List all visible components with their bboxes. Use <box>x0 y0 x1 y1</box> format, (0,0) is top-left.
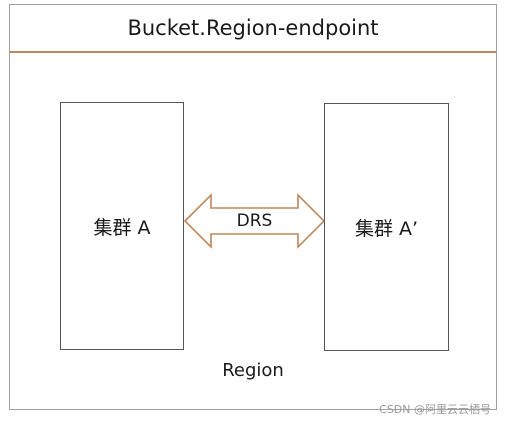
drs-link: DRS <box>184 193 325 249</box>
region-endpoint-frame: Bucket.Region-endpoint 集群 A DRS 集群 A’ Re… <box>9 4 497 410</box>
cluster-a-prime-box: 集群 A’ <box>324 103 449 351</box>
drs-label: DRS <box>236 211 273 231</box>
watermark-text: CSDN @阿里云云栖号 <box>379 403 491 416</box>
endpoint-title: Bucket.Region-endpoint <box>127 16 379 40</box>
cluster-a-prime-label: 集群 A’ <box>354 217 419 240</box>
drs-label-wrap: DRS <box>184 193 325 249</box>
endpoint-header: Bucket.Region-endpoint <box>10 5 496 53</box>
cluster-a-box: 集群 A <box>60 102 184 350</box>
cluster-a-label: 集群 A <box>93 216 151 239</box>
region-label: Region <box>222 360 284 381</box>
